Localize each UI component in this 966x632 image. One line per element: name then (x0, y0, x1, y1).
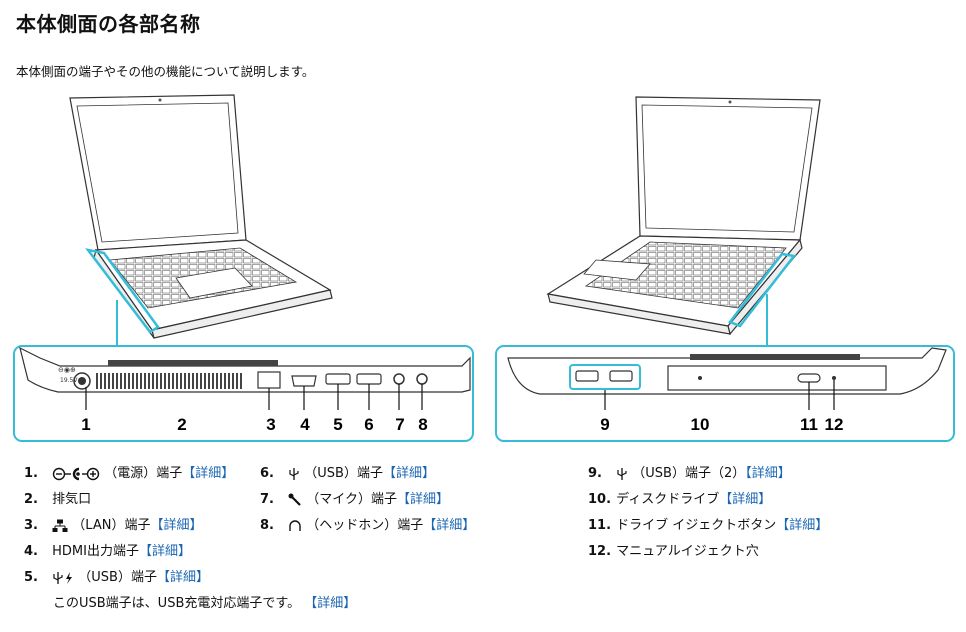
detail-link-6[interactable]: 【詳細】 (382, 466, 435, 481)
svg-text:19.5V: 19.5V (60, 377, 78, 384)
detail-link-11[interactable]: 【詳細】 (776, 518, 829, 533)
callout-9: 9 (600, 415, 609, 434)
detail-link-9[interactable]: 【詳細】 (745, 466, 791, 481)
callout-5: 5 (333, 415, 342, 434)
detail-link-3[interactable]: 【詳細】 (150, 518, 203, 533)
callout-3: 3 (266, 415, 275, 434)
detail-link-5-note[interactable]: 【詳細】 (304, 596, 357, 611)
right-highlight (728, 252, 797, 328)
mic-icon (288, 493, 301, 506)
detail-link-5[interactable]: 【詳細】 (156, 570, 209, 585)
list-item-note: このUSB端子は、USB充電対応端子です。 【詳細】 (53, 596, 357, 611)
detail-link-1[interactable]: 【詳細】 (182, 466, 235, 481)
right-laptop-drawing (546, 96, 821, 336)
list-item: 9. （USB）端子（2）【詳細】 (588, 466, 791, 481)
parts-list-col2: 6. （USB）端子【詳細】 7. （マイク）端子【詳細】 8. （ヘッドホン）… (260, 461, 475, 539)
callout-11: 11 (800, 415, 818, 434)
callout-8: 8 (418, 415, 427, 434)
usb-charge-icon (53, 571, 73, 584)
lan-icon (52, 519, 68, 532)
detail-link-8[interactable]: 【詳細】 (423, 518, 476, 533)
left-highlight (85, 248, 160, 334)
callout-1: 1 (81, 415, 90, 434)
list-item: 6. （USB）端子【詳細】 (260, 466, 435, 481)
usb-icon (617, 467, 627, 480)
list-item: 2. 排気口 (24, 492, 92, 507)
callout-7: 7 (395, 415, 404, 434)
detail-link-4[interactable]: 【詳細】 (138, 544, 191, 559)
page-intro: 本体側面の端子やその他の機能について説明します。 (16, 64, 315, 79)
parts-list-col1: 1. （電源）端子【詳細】 2. 排気口 3. （LAN）端子【詳細】 4. H… (24, 461, 356, 617)
left-side-detail-panel: ⊖◉⊕ 19.5V (13, 345, 474, 442)
parts-list-col3: 9. （USB）端子（2）【詳細】 10. ディスクドライブ【詳細】 11. ド… (588, 461, 828, 565)
usb-icon (289, 467, 299, 480)
detail-link-10[interactable]: 【詳細】 (719, 492, 772, 507)
list-item: 7. （マイク）端子【詳細】 (260, 492, 450, 507)
detail-link-7[interactable]: 【詳細】 (397, 492, 450, 507)
headphone-icon (289, 519, 301, 531)
right-side-detail-panel (495, 345, 955, 442)
list-item: 11. ドライブ イジェクトボタン【詳細】 (588, 518, 829, 533)
list-item: 8. （ヘッドホン）端子【詳細】 (260, 518, 476, 533)
list-item: 3. （LAN）端子【詳細】 (24, 518, 203, 533)
list-item: 4. HDMI出力端子【詳細】 (24, 544, 191, 559)
left-laptop-drawing (69, 94, 333, 339)
callout-10: 10 (691, 415, 710, 434)
svg-text:⊖◉⊕: ⊖◉⊕ (58, 366, 76, 374)
list-item: 10. ディスクドライブ【詳細】 (588, 492, 772, 507)
list-item: 5. （USB）端子【詳細】 (24, 570, 209, 585)
callout-4: 4 (300, 415, 310, 434)
callout-12: 12 (825, 415, 844, 434)
laptop-side-illustration: ⊖◉⊕ 19.5V 1 2 3 4 5 6 7 8 9 1 (13, 94, 955, 442)
page-title: 本体側面の各部名称 (16, 12, 201, 36)
callout-6: 6 (364, 415, 373, 434)
list-item: 1. （電源）端子【詳細】 (24, 466, 235, 481)
callout-2: 2 (177, 415, 186, 434)
list-item: 12. マニュアルイジェクト穴 (588, 544, 759, 559)
dc-power-icon (52, 467, 100, 480)
